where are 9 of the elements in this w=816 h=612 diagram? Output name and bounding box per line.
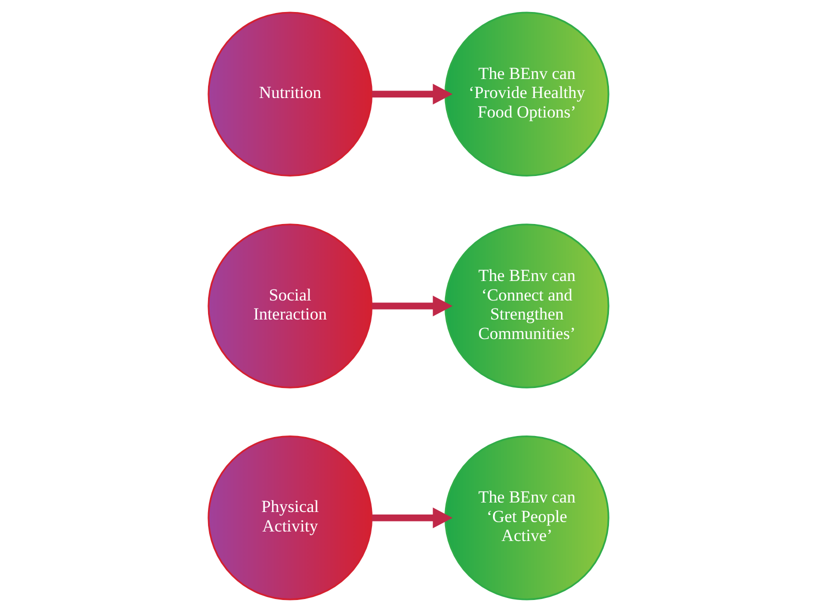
node-circle: Social Interaction xyxy=(207,224,372,388)
arrow xyxy=(371,84,452,105)
arrow xyxy=(371,507,452,528)
arrow xyxy=(371,296,452,316)
node-circle: The BEnv can ‘Connect and Strengthen Communities’ xyxy=(444,224,609,388)
node-circle: The BEnv can ‘Get People Active’ xyxy=(444,435,609,600)
node-circle: Physical Activity xyxy=(207,435,372,600)
node-circle: The BEnv can ‘Provide Healthy Food Options’ xyxy=(444,12,609,177)
node-circle: Nutrition xyxy=(207,12,372,177)
